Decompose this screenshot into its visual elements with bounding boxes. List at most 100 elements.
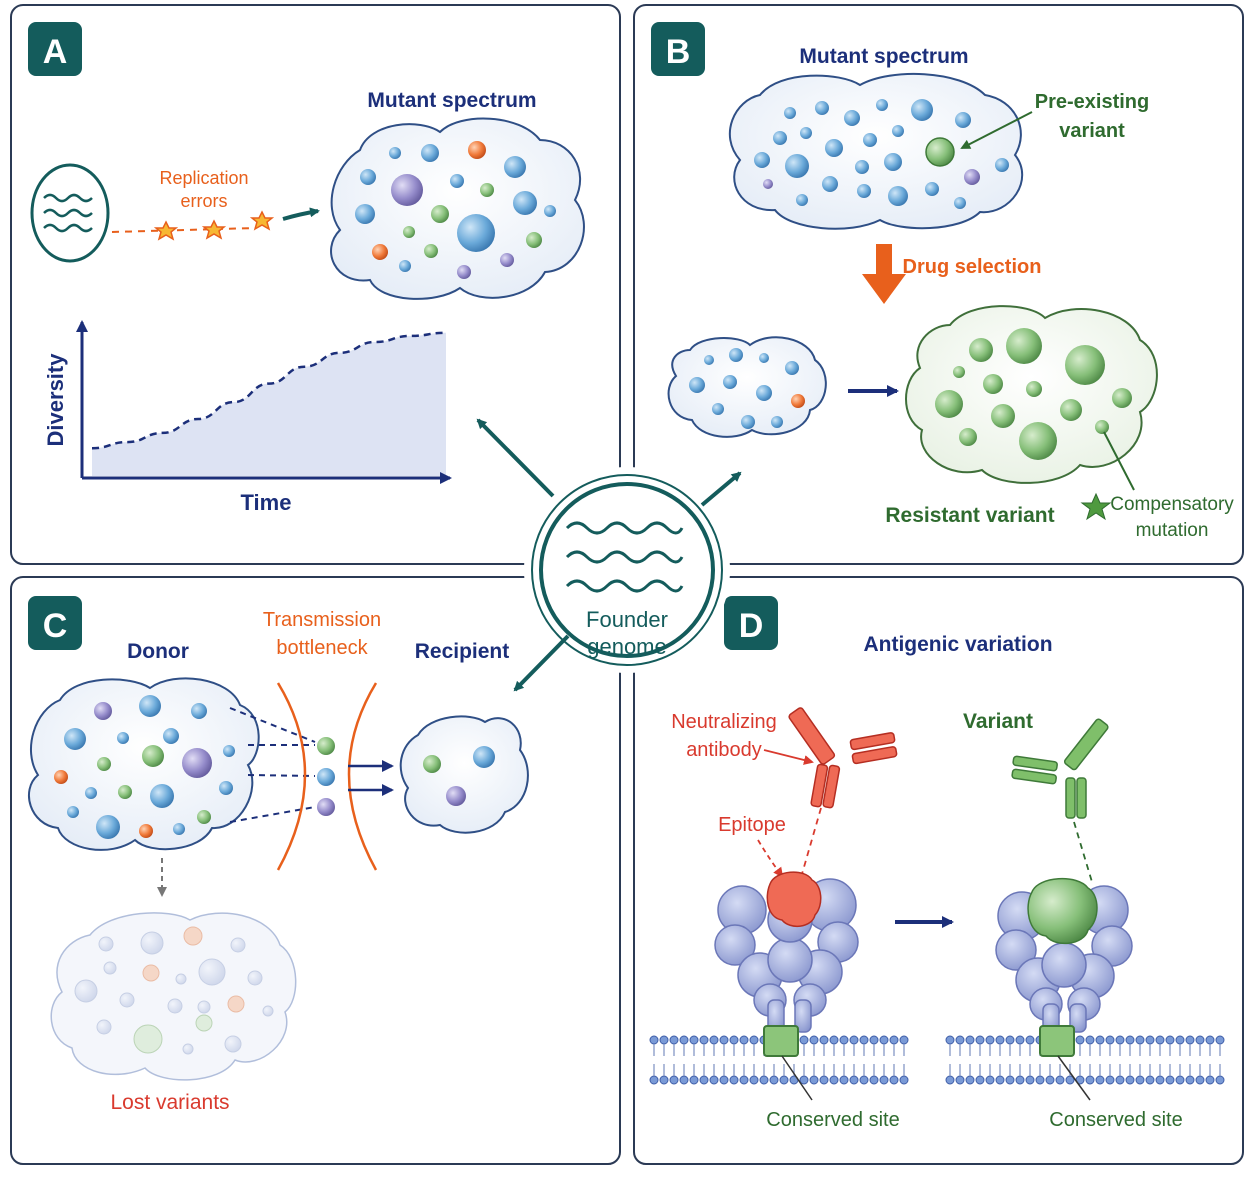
bottleneck-left-curve <box>276 682 307 871</box>
compensatory-star-icon <box>1080 492 1112 521</box>
bottleneck-right-curve <box>347 682 378 871</box>
resistant-particles <box>935 328 1132 460</box>
epitope-label: Epitope <box>718 814 786 836</box>
lipid-head <box>1085 1075 1095 1085</box>
genome-wave-icon <box>565 550 684 564</box>
antibody-label-1: Neutralizing <box>671 711 777 733</box>
antibody-pointer <box>763 749 814 765</box>
panel-a-genome <box>30 163 110 263</box>
drug-selection-arrow <box>862 244 906 304</box>
lipid-head <box>995 1075 1005 1085</box>
lipid-head <box>945 1075 955 1085</box>
lipid-head <box>945 1035 955 1045</box>
lipid-head <box>1015 1075 1025 1085</box>
svg-text:B: B <box>666 33 691 71</box>
lipid-head <box>1095 1075 1105 1085</box>
preexisting-label-2: variant <box>1059 120 1125 142</box>
lipid-head <box>689 1035 699 1045</box>
lipid-head <box>679 1075 689 1085</box>
lipid-head <box>659 1075 669 1085</box>
lost-variants-label: Lost variants <box>110 1091 229 1114</box>
compensatory-label-2: mutation <box>1136 520 1209 541</box>
lipid-head <box>859 1075 869 1085</box>
founder-virion-blue <box>317 768 335 786</box>
panel-c-badge: C <box>28 596 82 650</box>
lipid-head <box>809 1035 819 1045</box>
lipid-head <box>1155 1035 1165 1045</box>
variant-label: Variant <box>963 710 1033 733</box>
lipid-head <box>1195 1035 1205 1045</box>
lipid-head <box>965 1075 975 1085</box>
antibody-label-2: antibody <box>686 739 762 761</box>
lipid-head <box>899 1075 909 1085</box>
lipid-head <box>955 1075 965 1085</box>
mutation-star-icon <box>201 219 227 240</box>
lipid-head <box>719 1075 729 1085</box>
lipid-head <box>799 1075 809 1085</box>
diversity-curve <box>91 331 447 450</box>
lipid-head <box>1155 1075 1165 1085</box>
preexisting-label-1: Pre-existing <box>1035 91 1149 113</box>
lipid-head <box>809 1075 819 1085</box>
lipid-head <box>669 1035 679 1045</box>
lipid-head <box>1075 1035 1085 1045</box>
diversity-chart: Diversity Time <box>43 320 452 515</box>
compensatory-label-1: Compensatory <box>1110 494 1234 515</box>
lipid-head <box>1115 1075 1125 1085</box>
preexisting-pointer <box>960 111 1033 149</box>
lipid-head <box>779 1075 789 1085</box>
donor-label: Donor <box>127 640 189 663</box>
replication-dashed-line <box>111 227 257 233</box>
panel-b-badge: B <box>651 22 705 76</box>
bottleneck-label-2: bottleneck <box>276 637 368 659</box>
lipid-head <box>889 1075 899 1085</box>
panel-b-title: Mutant spectrum <box>799 45 968 68</box>
epitope-site <box>766 871 822 927</box>
recipient-virion <box>473 746 495 768</box>
drug-selection-label: Drug selection <box>903 256 1042 278</box>
lipid-head <box>849 1075 859 1085</box>
recipient-cloud <box>399 715 529 834</box>
lipid-head <box>1135 1075 1145 1085</box>
compensatory-pointer <box>1103 431 1135 491</box>
lipid-head <box>1185 1075 1195 1085</box>
hub-arrow-to-a <box>476 418 555 498</box>
lipid-head <box>829 1035 839 1045</box>
founder-virion-green <box>317 737 335 755</box>
lipid-head <box>1205 1035 1215 1045</box>
lipid-head <box>739 1075 749 1085</box>
lipid-head <box>1185 1035 1195 1045</box>
replication-label-1: Replication <box>159 168 248 188</box>
lipid-head <box>799 1035 809 1045</box>
lipid-head <box>1035 1075 1045 1085</box>
lipid-head <box>975 1035 985 1045</box>
right-conserved-pointer <box>1057 1055 1091 1101</box>
lipid-head <box>859 1035 869 1045</box>
antibody-binding-line <box>801 807 822 875</box>
lipid-head <box>1115 1035 1125 1045</box>
panel-b-particles <box>754 99 1009 209</box>
lipid-head <box>955 1035 965 1045</box>
lipid-head <box>1135 1035 1145 1045</box>
lipid-head <box>759 1075 769 1085</box>
lipid-head <box>985 1075 995 1085</box>
founder-label-2: genome <box>587 634 667 659</box>
genome-wave-icon <box>565 579 684 593</box>
lipid-head <box>729 1035 739 1045</box>
hub-arrow-to-b <box>700 471 742 507</box>
lipid-head <box>1095 1035 1105 1045</box>
lipid-head <box>669 1075 679 1085</box>
lipid-head <box>1215 1035 1225 1045</box>
lipid-head <box>649 1035 659 1045</box>
panel-a-title: Mutant spectrum <box>367 89 536 112</box>
lipid-head <box>1205 1075 1215 1085</box>
bottleneck-label-1: Transmission <box>263 609 381 631</box>
founder-label-1: Founder <box>586 607 668 632</box>
lipid-head <box>689 1075 699 1085</box>
lipid-head <box>1165 1035 1175 1045</box>
lipid-head <box>749 1035 759 1045</box>
lipid-head <box>1055 1075 1065 1085</box>
panel-a-particles <box>355 141 556 279</box>
lipid-head <box>1145 1075 1155 1085</box>
